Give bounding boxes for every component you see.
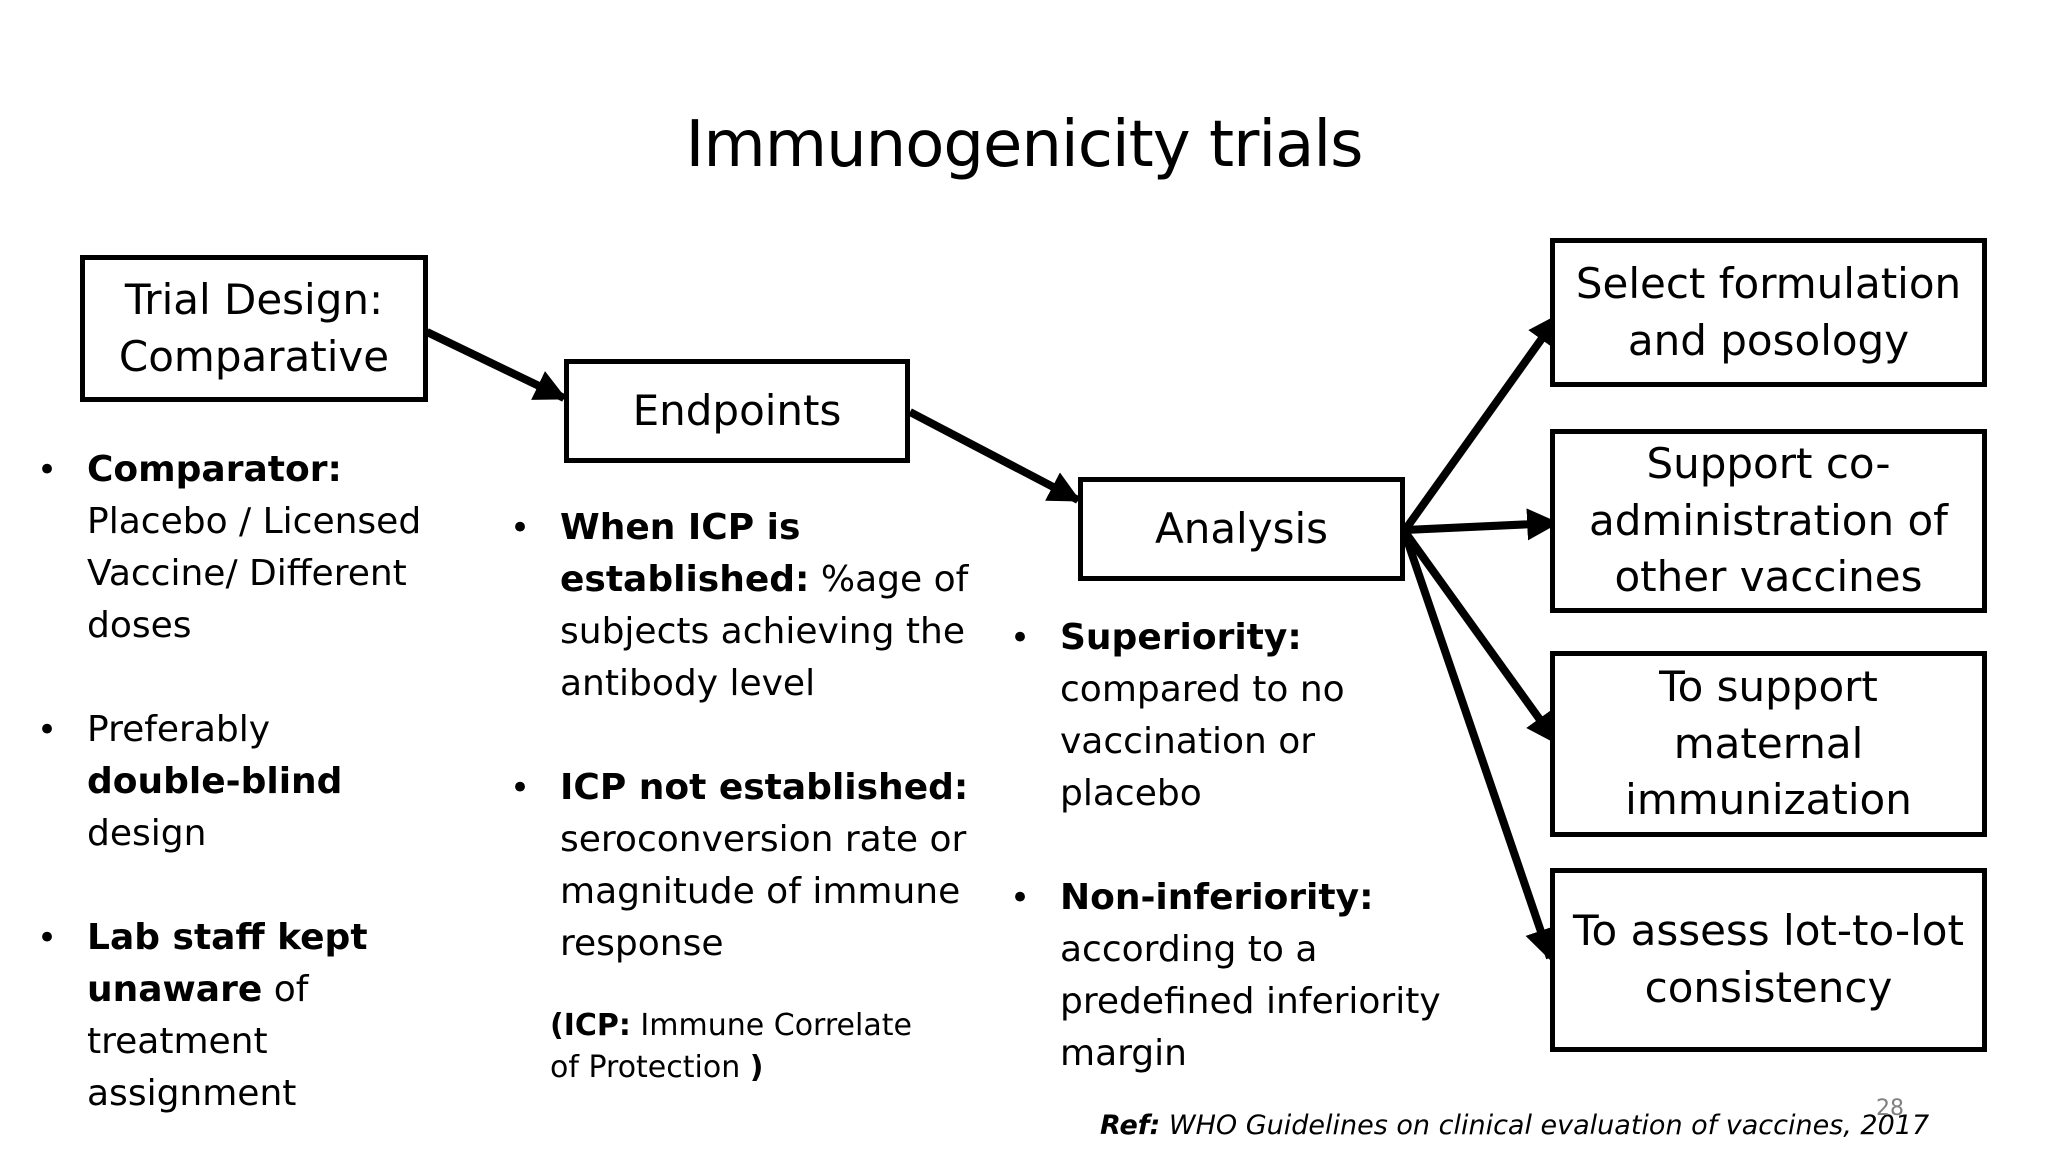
trial-design-line2: Comparative bbox=[118, 331, 390, 381]
bullet-bold: ICP not established: bbox=[560, 767, 969, 808]
bullet-bold: Lab staff kept unaware bbox=[87, 917, 368, 1010]
bullet-text: Preferably bbox=[87, 709, 271, 750]
endpoints-label: Endpoints bbox=[632, 385, 842, 435]
icp-note-bold: ICP: bbox=[563, 1008, 631, 1043]
bullet-text: compared to no vaccination or placebo bbox=[1060, 669, 1345, 814]
outcome-coadmin-line3: other vaccines bbox=[1614, 552, 1923, 602]
outcome-formulation-line2: and posology bbox=[1627, 315, 1910, 365]
list-item: When ICP is established: %age of subject… bbox=[508, 502, 978, 710]
outcome-maternal-line2: maternal bbox=[1673, 718, 1864, 768]
outcome-lot-line1: To assess lot-to-lot bbox=[1573, 906, 1964, 956]
icp-note: (ICP: Immune Correlate of Protection ) bbox=[550, 1005, 950, 1089]
bullet-text: Placebo / Licensed Vaccine/ Different do… bbox=[87, 501, 422, 646]
trial-design-line1: Trial Design: bbox=[124, 274, 384, 324]
outcome-maternal-line1: To support bbox=[1659, 661, 1878, 711]
icp-note-text: Immune Correlate of Protection bbox=[550, 1008, 912, 1085]
analysis-label: Analysis bbox=[1154, 503, 1329, 553]
list-item: Preferably double-blind design bbox=[35, 704, 430, 860]
slide-title: Immunogenicity trials bbox=[685, 108, 1364, 182]
outcome-coadmin-line1: Support co- bbox=[1646, 438, 1891, 488]
bullet-bold: double-blind bbox=[87, 761, 343, 802]
outcome-box-formulation: Select formulation and posology bbox=[1550, 238, 1987, 387]
arrow-analysis-to-formulation bbox=[1401, 313, 1562, 533]
page-number: 28 bbox=[1876, 1096, 1904, 1121]
analysis-bullets: Superiority: compared to no vaccination … bbox=[1008, 612, 1458, 1080]
bullet-text: %age of subjects achieving the antibody … bbox=[560, 559, 969, 704]
endpoints-box: Endpoints bbox=[564, 359, 910, 463]
outcome-coadmin-line2: administration of bbox=[1589, 495, 1948, 545]
bullet-text: according to a predefined inferiority ma… bbox=[1060, 929, 1441, 1074]
outcome-lot-line2: consistency bbox=[1644, 963, 1893, 1012]
arrow-endpoints-to-analysis bbox=[908, 408, 1081, 504]
arrow-analysis-to-lot-consistency bbox=[1401, 532, 1556, 962]
list-item: ICP not established: seroconversion rate… bbox=[508, 762, 978, 970]
outcome-formulation-line1: Select formulation bbox=[1575, 258, 1962, 308]
trial-design-box: Trial Design: Comparative bbox=[80, 255, 428, 402]
icp-note-open: ( bbox=[550, 1008, 564, 1043]
bullet-text: design bbox=[87, 813, 207, 854]
trial-design-bullets: Comparator: Placebo / Licensed Vaccine/ … bbox=[35, 444, 430, 1120]
bullet-text: of treatment assignment bbox=[87, 969, 309, 1114]
arrow-analysis-to-coadministration bbox=[1404, 508, 1560, 541]
analysis-box: Analysis bbox=[1078, 477, 1405, 581]
outcome-maternal-line3: immunization bbox=[1625, 775, 1912, 825]
bullet-bold: Comparator: bbox=[87, 449, 342, 490]
bullet-text: seroconversion rate or magnitude of immu… bbox=[560, 819, 967, 964]
list-item: Superiority: compared to no vaccination … bbox=[1008, 612, 1458, 820]
arrow-analysis-to-maternal bbox=[1401, 529, 1560, 745]
icp-note-close: ) bbox=[749, 1050, 764, 1085]
reference-label: Ref: bbox=[1100, 1110, 1161, 1141]
reference-text: WHO Guidelines on clinical evaluation of… bbox=[1160, 1110, 1930, 1141]
list-item: Comparator: Placebo / Licensed Vaccine/ … bbox=[35, 444, 430, 652]
outcome-box-coadministration: Support co- administration of other vacc… bbox=[1550, 429, 1987, 613]
endpoints-bullets: When ICP is established: %age of subject… bbox=[508, 502, 978, 970]
outcome-box-lot-consistency: To assess lot-to-lot consistency bbox=[1550, 868, 1987, 1052]
list-item: Lab staff kept unaware of treatment assi… bbox=[35, 912, 430, 1120]
bullet-bold: Non-inferiority: bbox=[1060, 877, 1374, 918]
bullet-bold: When ICP is established: bbox=[560, 507, 810, 600]
outcome-box-maternal: To support maternal immunization bbox=[1550, 651, 1987, 837]
list-item: Non-inferiority: according to a predefin… bbox=[1008, 872, 1458, 1080]
arrow-trial-to-endpoints bbox=[425, 328, 567, 402]
bullet-bold: Superiority: bbox=[1060, 617, 1302, 658]
reference-citation: Ref: WHO Guidelines on clinical evaluati… bbox=[1100, 1110, 1929, 1141]
